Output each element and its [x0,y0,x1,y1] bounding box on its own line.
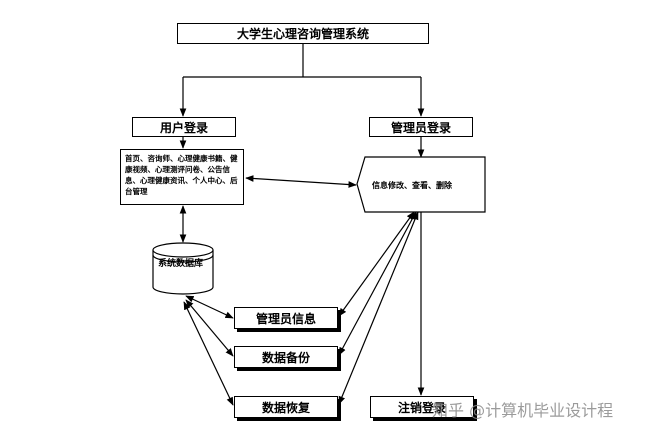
database-cylinder [152,242,214,295]
system-title-box: 大学生心理咨询管理系统 [177,23,429,44]
data-restore-box: 数据恢复 [234,396,338,418]
data-restore-label: 数据恢复 [261,400,310,415]
user-login-box: 用户登录 [132,117,236,137]
database-label: 系统数据库 [158,259,204,269]
admin-login-label: 管理员登录 [390,120,451,135]
data-backup-box: 数据备份 [234,346,338,368]
admin-functions-label: 信息修改、查看、删除 [372,181,452,190]
user-login-label: 用户登录 [159,120,208,135]
arrow-admin-to-restore [338,211,419,405]
system-title: 大学生心理咨询管理系统 [236,27,369,41]
logout-label: 注销登录 [397,400,446,415]
arrow-admin-to-admininfo [338,211,415,317]
data-backup-label: 数据备份 [261,350,310,365]
arrow-admin-to-backup [338,211,417,356]
admin-functions-shape [356,156,486,213]
arrow-db-restore [183,301,234,406]
user-features-label: 首页、咨询师、心理健康书籍、健康视频、心理测评问卷、公告信息、心理健康资讯、个人… [125,154,238,196]
watermark-text: 知乎 @计算机毕业设计程 [432,401,614,420]
user-features-box: 首页、咨询师、心理健康书籍、健康视频、心理测评问卷、公告信息、心理健康资讯、个人… [120,149,244,205]
arrow-db-backup [185,299,234,357]
admin-functions-box: 信息修改、查看、删除 [372,168,476,204]
admin-info-box: 管理员信息 [234,307,338,329]
arrow-features-admin-bidir [245,175,357,188]
admin-login-box: 管理员登录 [369,117,473,137]
logout-box: 注销登录 [370,396,474,418]
arrow-db-admininfo [185,295,234,319]
admin-info-label: 管理员信息 [255,311,316,326]
